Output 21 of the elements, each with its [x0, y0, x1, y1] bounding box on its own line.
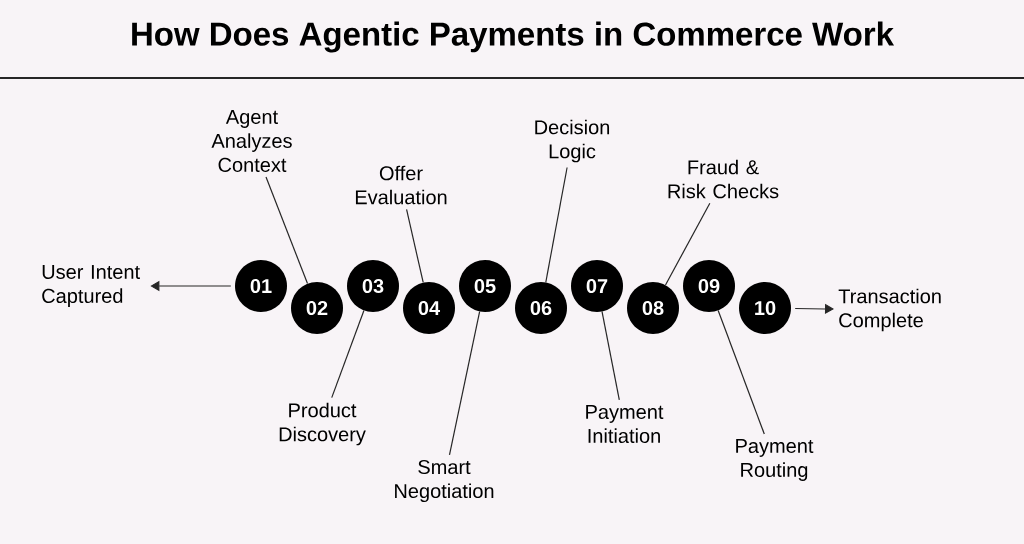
leader-line [405, 208, 424, 284]
leader-line [331, 309, 365, 399]
step-label: Fraud & Risk Checks [668, 159, 779, 199]
arrow [150, 281, 232, 291]
step-label: Product Discovery [279, 402, 366, 446]
arrow [794, 304, 834, 314]
leader-line [265, 176, 309, 285]
leader-line [545, 166, 568, 283]
step-label: Decision Logic [535, 119, 610, 163]
step-label: Payment Routing [736, 439, 814, 481]
step-label: Offer Evaluation [355, 165, 447, 205]
step-label: User Intent Captured [42, 265, 140, 307]
step-label: Transaction Complete [838, 288, 941, 332]
step-label: Payment Initiation [586, 405, 664, 443]
title: How Does Agentic Payments in Commerce Work [132, 21, 895, 53]
leader-line [664, 202, 711, 286]
leader-line [601, 311, 620, 401]
step-label: Agent Analyzes Context [211, 110, 292, 172]
leader-line [448, 311, 481, 456]
step-label: Smart Negotiation [395, 459, 494, 503]
leader-line [717, 309, 765, 435]
